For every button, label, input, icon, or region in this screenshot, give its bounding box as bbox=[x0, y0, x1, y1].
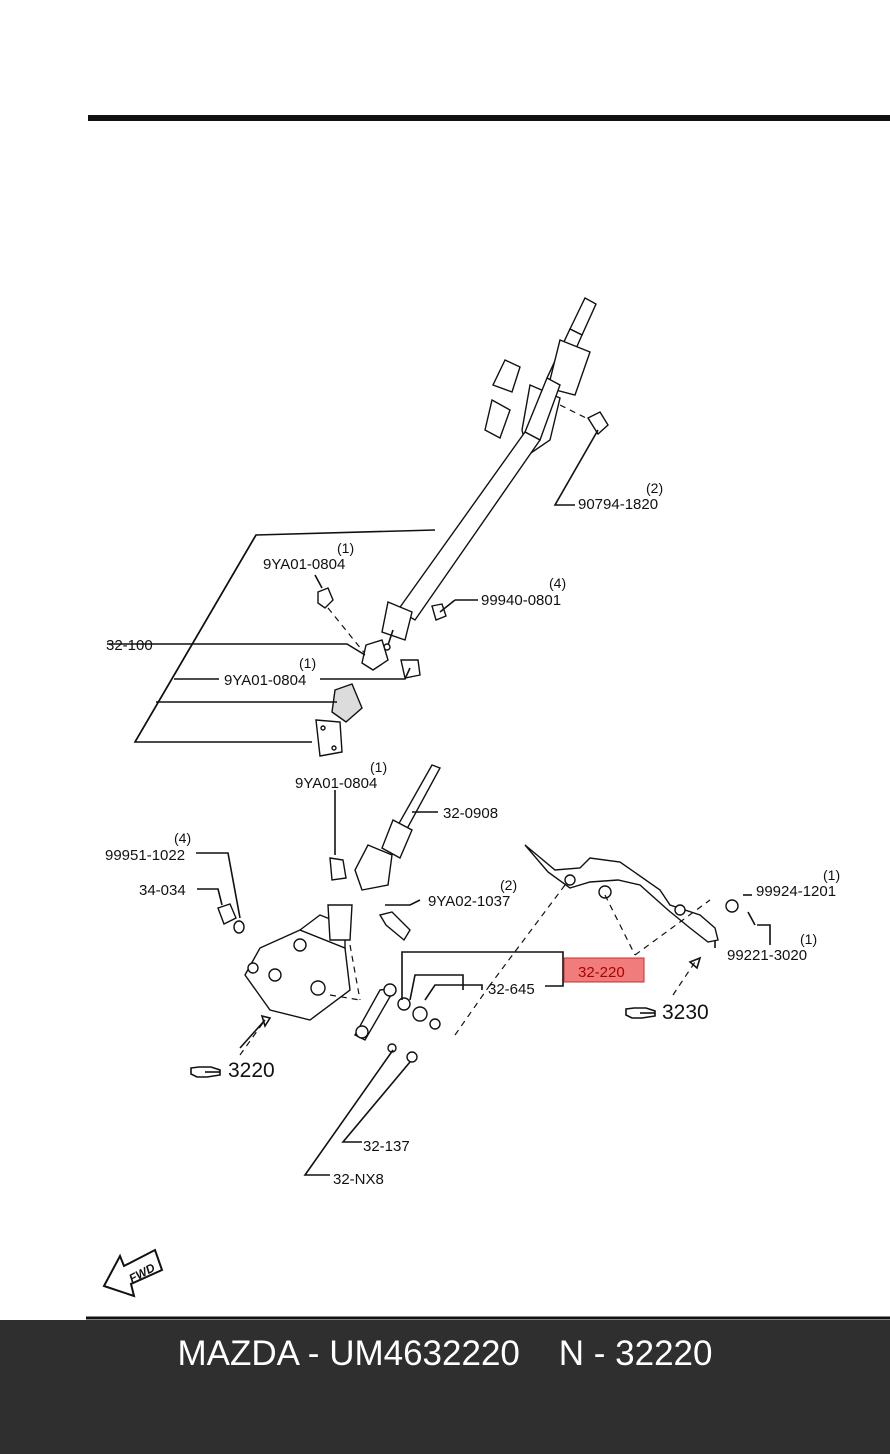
caption-text: MAZDA - UM4632220 N - 32220 bbox=[177, 1334, 713, 1373]
label-9ya01-0804-a: 9YA01-0804 bbox=[263, 556, 345, 573]
label-99221-3020: 99221-3020 bbox=[727, 947, 807, 964]
label-9ya01-0804-c: 9YA01-0804 bbox=[295, 775, 377, 792]
label-32-645: 32-645 bbox=[488, 981, 535, 998]
label-qty-99951: (4) bbox=[174, 830, 191, 846]
intermediate-shaft bbox=[329, 764, 441, 891]
label-99940-0801: 99940-0801 bbox=[481, 592, 561, 609]
label-qty-9ya01-b: (1) bbox=[299, 655, 316, 671]
label-qty-99940: (4) bbox=[549, 575, 566, 591]
ref-3230[interactable]: 3230 bbox=[625, 1001, 709, 1024]
label-qty-90794: (2) bbox=[646, 480, 663, 496]
pointing-hand-icon bbox=[625, 1007, 656, 1019]
highlight-32-220 bbox=[563, 957, 645, 983]
pointing-hand-icon bbox=[190, 1066, 221, 1078]
label-99951-1022: 99951-1022 bbox=[105, 847, 185, 864]
label-qty-9ya02: (2) bbox=[500, 877, 517, 893]
upper-joint bbox=[315, 587, 447, 757]
label-32-137: 32-137 bbox=[363, 1138, 410, 1155]
ref-3220[interactable]: 3220 bbox=[190, 1059, 275, 1082]
steering-parts-diagram: (2) 90794-1820 (1) 9YA01-0804 (4) 99940-… bbox=[86, 115, 890, 1320]
label-32-100: 32-100 bbox=[106, 637, 153, 654]
label-34-034: 34-034 bbox=[139, 882, 186, 899]
label-9ya01-0804-b: 9YA01-0804 bbox=[224, 672, 306, 689]
label-32-0908: 32-0908 bbox=[443, 805, 498, 822]
label-qty-9ya01-c: (1) bbox=[370, 759, 387, 775]
fwd-arrow-icon: FWD bbox=[102, 1248, 164, 1298]
label-qty-99221: (1) bbox=[800, 931, 817, 947]
label-90794-1820: 90794-1820 bbox=[578, 496, 658, 513]
caption-bar: MAZDA - UM4632220 N - 32220 bbox=[0, 1320, 890, 1454]
steering-linkage bbox=[354, 844, 756, 1063]
label-32-nx8: 32-NX8 bbox=[333, 1171, 384, 1188]
svg-text:3220: 3220 bbox=[228, 1059, 275, 1082]
svg-text:3230: 3230 bbox=[662, 1001, 709, 1024]
label-99924-1201: 99924-1201 bbox=[756, 883, 836, 900]
label-32-220: 32-220 bbox=[578, 964, 625, 981]
steering-gear-box bbox=[217, 903, 411, 1021]
label-qty-99924: (1) bbox=[823, 867, 840, 883]
label-9ya02-1037: 9YA02-1037 bbox=[428, 893, 510, 910]
steering-column bbox=[381, 297, 609, 651]
label-qty-9ya01-a: (1) bbox=[337, 540, 354, 556]
